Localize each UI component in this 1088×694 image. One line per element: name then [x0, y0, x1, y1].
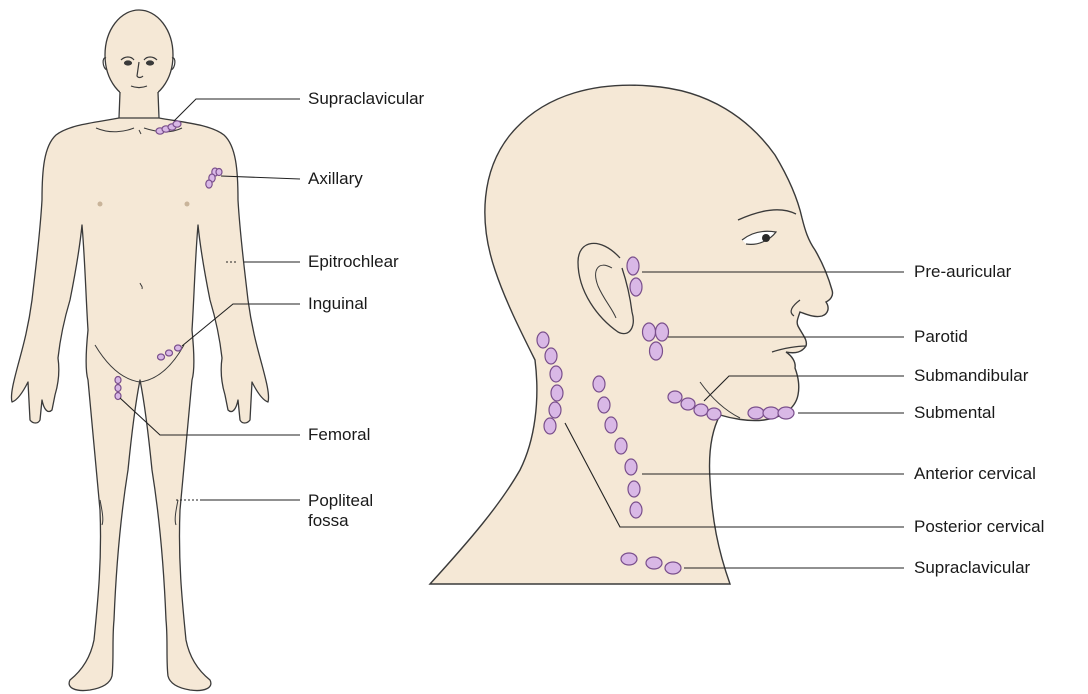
- label-femoral: Femoral: [308, 425, 370, 445]
- label-anterior-cervical: Anterior cervical: [914, 464, 1036, 484]
- label-parotid: Parotid: [914, 327, 968, 347]
- label-supraclavicular: Supraclavicular: [308, 89, 424, 109]
- body-torso: [11, 118, 268, 691]
- lymph-node: [216, 169, 222, 176]
- label-supraclavicular-head: Supraclavicular: [914, 558, 1030, 578]
- lymph-node: [681, 398, 695, 410]
- lymph-node: [665, 562, 681, 574]
- lymph-node: [763, 407, 779, 419]
- lymph-node: [650, 342, 663, 360]
- lymph-node: [549, 402, 561, 418]
- label-pre-auricular: Pre-auricular: [914, 262, 1011, 282]
- lymph-node: [668, 391, 682, 403]
- lymph-node: [598, 397, 610, 413]
- label-inguinal: Inguinal: [308, 294, 368, 314]
- label-submandibular: Submandibular: [914, 366, 1028, 386]
- body-neck: [120, 88, 158, 118]
- body-figure: [11, 10, 268, 691]
- lymph-node: [551, 385, 563, 401]
- label-popliteal-fossa: Popliteal fossa: [308, 491, 373, 531]
- lymph-node: [656, 323, 669, 341]
- lymph-node: [627, 257, 639, 275]
- lymph-node: [206, 180, 212, 188]
- lymph-node: [545, 348, 557, 364]
- lymph-node: [630, 278, 642, 296]
- body-head: [105, 10, 173, 100]
- lymph-node: [115, 385, 121, 392]
- lymph-node: [628, 481, 640, 497]
- lymph-node: [694, 404, 708, 416]
- lymph-node: [615, 438, 627, 454]
- label-axillary: Axillary: [308, 169, 363, 189]
- lymph-node: [646, 557, 662, 569]
- lymph-node: [173, 121, 181, 127]
- leader-supraclavicular: [174, 99, 300, 121]
- lymph-node: [550, 366, 562, 382]
- lymph-node: [166, 350, 173, 356]
- lymph-node: [748, 407, 764, 419]
- lymph-node: [707, 408, 721, 420]
- lymph-node: [625, 459, 637, 475]
- lymph-node: [778, 407, 794, 419]
- lymph-node: [643, 323, 656, 341]
- label-submental: Submental: [914, 403, 995, 423]
- label-posterior-cervical: Posterior cervical: [914, 517, 1044, 537]
- lymph-node: [544, 418, 556, 434]
- lymph-node: [115, 377, 121, 384]
- lymph-node: [537, 332, 549, 348]
- lymph-node: [175, 345, 182, 351]
- lymph-node: [621, 553, 637, 565]
- lymph-node: [605, 417, 617, 433]
- label-epitrochlear: Epitrochlear: [308, 252, 399, 272]
- lymph-node: [158, 354, 165, 360]
- lymph-node: [593, 376, 605, 392]
- lymph-node: [630, 502, 642, 518]
